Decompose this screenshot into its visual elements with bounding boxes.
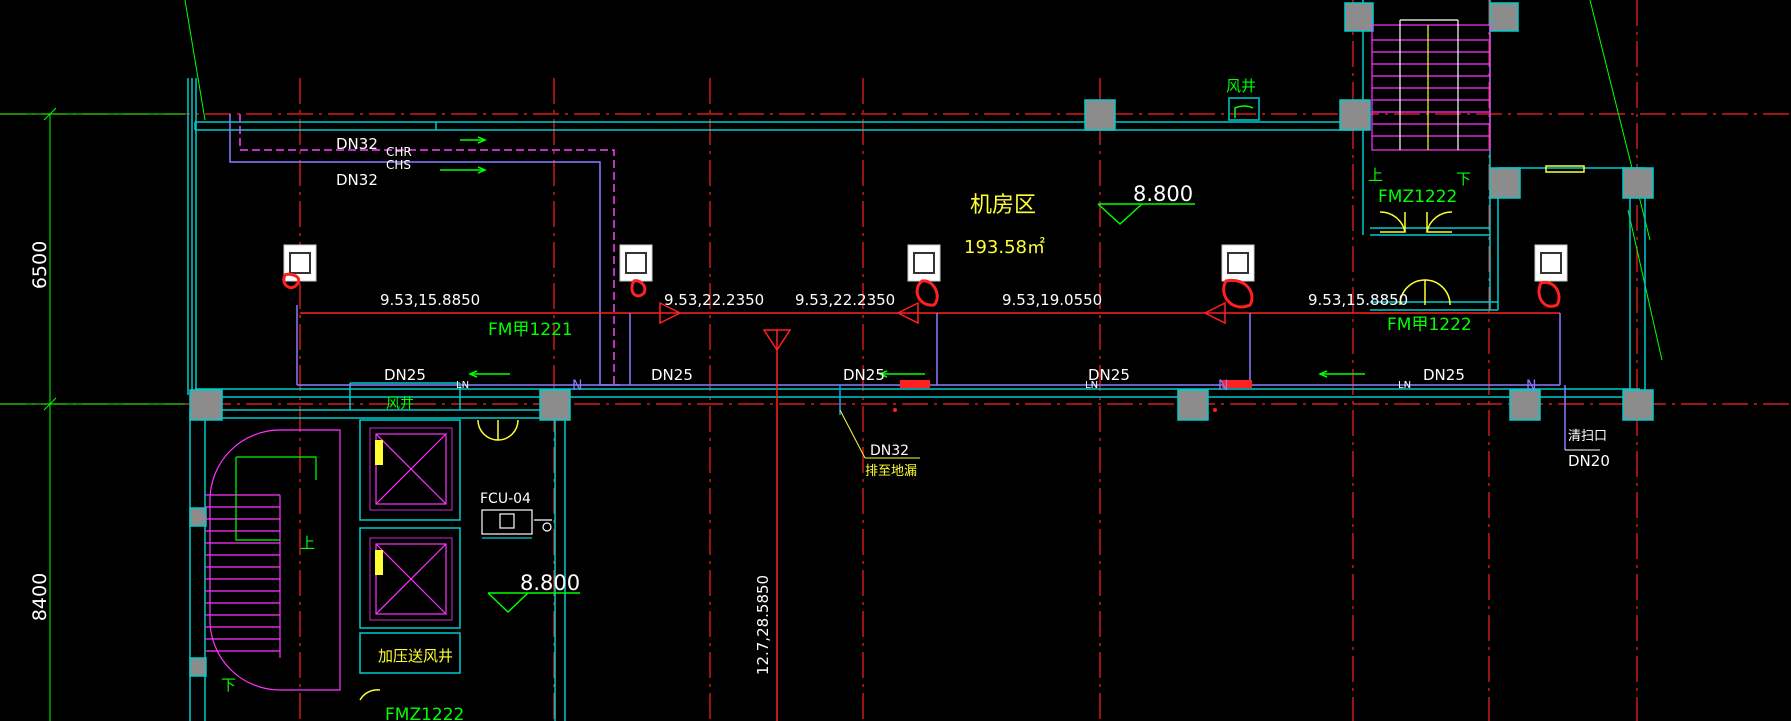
flow-label-3: 9.53,22.2350 <box>795 291 895 309</box>
valve-n-1: N <box>572 378 582 394</box>
walls <box>187 0 1646 721</box>
columns <box>189 2 1654 677</box>
pipe-label-dn25-5: DN25 <box>1423 366 1465 384</box>
elevator-shafts <box>369 427 453 621</box>
stair-top-right <box>1371 19 1491 151</box>
level-symbols <box>487 203 1195 614</box>
door-fm-yi-1222-top: FMZ1222 <box>1378 187 1457 207</box>
pipe-label-dn32-mid: DN32 <box>336 171 378 189</box>
labels: DN32 CHR CHS DN32 机房区 193.58㎡ 8.800 8.80… <box>221 77 1610 721</box>
pipe-label-dn32-top: DN32 <box>336 135 378 153</box>
flow-label-1: 9.53,15.8850 <box>380 291 480 309</box>
fcu-04-unit <box>481 509 552 539</box>
pipe-label-dn32-drain: DN32 <box>870 443 909 459</box>
flow-label-2: 9.53,22.2350 <box>664 291 764 309</box>
pipe-label-dn25-4: DN25 <box>1088 366 1130 384</box>
pipe-label-dn20: DN20 <box>1568 452 1610 470</box>
flow-arrows <box>440 136 1365 378</box>
stair-down-2: 下 <box>221 676 236 694</box>
leader-lines <box>839 409 1600 459</box>
door-fm-jia-1222: FM甲1222 <box>1387 315 1472 335</box>
ceiling-cassette-icon <box>282 244 317 289</box>
flow-label-5: 9.53,15.8850 <box>1308 291 1408 309</box>
level-lower: 8.800 <box>520 571 580 595</box>
valve-n-2: N <box>1218 378 1228 394</box>
shaft-fengjing-top: 风井 <box>1226 77 1256 95</box>
shaft-fengjing-bottom: 风井 <box>386 396 414 412</box>
ceiling-cassette-icon <box>1221 244 1255 309</box>
drain-note: 排至地漏 <box>865 463 917 479</box>
dimension-lines <box>0 0 1663 721</box>
valve-ln-3: LN <box>1398 380 1411 391</box>
room-name: 机房区 <box>970 193 1036 218</box>
room-area: 193.58㎡ <box>964 236 1045 258</box>
shaft-pressure: 加压送风井 <box>378 647 453 665</box>
flow-label-4: 9.53,19.0550 <box>1002 291 1102 309</box>
level-main: 8.800 <box>1133 182 1193 206</box>
fengjing-box-top <box>1228 97 1260 121</box>
red-valves <box>893 380 1252 412</box>
dimension-6500: 6500 <box>29 241 51 289</box>
valve-n-3: N <box>1526 378 1536 394</box>
valve-ln-2: LN <box>1085 380 1098 391</box>
pipe-label-dn25-2: DN25 <box>651 366 693 384</box>
stair-bottom-left <box>205 429 341 691</box>
stair-up-2: 上 <box>300 534 315 552</box>
equipment-fcu-04: FCU-04 <box>480 491 531 507</box>
ceiling-cassette-icon <box>619 244 653 298</box>
vertical-flow-label: 12.7,28.5850 <box>754 575 772 675</box>
cleanout-label: 清扫口 <box>1568 429 1607 444</box>
dimension-8400: 8400 <box>29 573 51 621</box>
door-fm-jia-1221: FM甲1221 <box>488 320 573 340</box>
main-flow-arrows <box>659 301 1226 352</box>
pipe-label-chr: CHR <box>386 145 412 159</box>
fan-coil-units <box>282 244 1568 309</box>
pipe-label-chs: CHS <box>386 158 411 172</box>
pipe-label-dn25-3: DN25 <box>843 366 885 384</box>
stair-down-1: 下 <box>1456 170 1471 188</box>
ceiling-cassette-icon <box>907 244 941 307</box>
stair-up-1: 上 <box>1368 166 1383 184</box>
door-swings <box>359 211 1453 701</box>
door-fm-yi-1222-bottom: FMZ1222 <box>385 705 464 721</box>
ceiling-cassette-icon <box>1534 244 1568 308</box>
pipe-label-dn25-1: DN25 <box>384 366 426 384</box>
valve-ln-1: LN <box>456 380 469 391</box>
